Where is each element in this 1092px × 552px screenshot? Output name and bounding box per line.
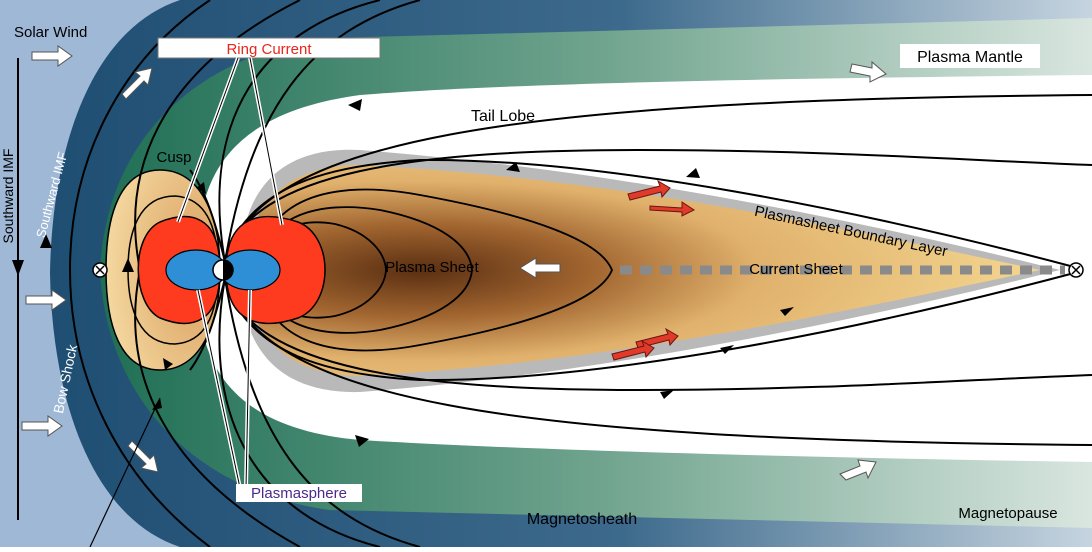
southward-imf-arrow [12, 260, 24, 276]
current-sheet-label: Current Sheet [749, 261, 843, 278]
sheath-arrow-up [121, 67, 153, 100]
callout-arrowhead [152, 398, 162, 410]
callout-line [89, 397, 161, 548]
plasma-sheet-arrow [519, 257, 561, 279]
field-lines [68, 0, 1092, 548]
field-arrows [40, 99, 794, 447]
plasma-mantle-label-box [900, 44, 1040, 68]
plasmasphere-label-box [236, 484, 362, 502]
solar-wind-arrow-3 [21, 415, 63, 437]
magnetosheath-label: Magnetosheath [527, 511, 637, 528]
magnetopause-label: Magnetopause [958, 505, 1057, 522]
ring-current-pointers-outline [177, 57, 283, 226]
solar-wind-arrow-1 [31, 45, 73, 67]
earth-night-side [223, 260, 233, 280]
solar-wind-arrow-2 [25, 289, 67, 311]
reconnection-x-marker-left [92, 262, 108, 278]
plasma-contour-1 [259, 188, 613, 352]
solar-wind-label: Solar Wind [14, 24, 87, 41]
plasma-mantle-label: Plasma Mantle [917, 49, 1023, 66]
ring-current-label: Ring Current [226, 41, 312, 58]
southward-imf-outer-label: Southward IMF [0, 149, 16, 244]
plasmasphere-pointers-outline [197, 289, 251, 489]
plasma-contour-2 [261, 206, 473, 334]
boundary-red-arrows [611, 179, 695, 361]
mantle-arrow-top [849, 60, 887, 83]
plasma-sheet-label: Plasma Sheet [385, 259, 479, 276]
mantle-arrow-bottom [839, 459, 877, 481]
plasmasphere-label: Plasmasphere [251, 485, 347, 502]
tail-lobe-label: Tail Lobe [471, 108, 535, 125]
ring-current-label-box [157, 37, 381, 59]
cusp-label: Cusp [156, 149, 191, 166]
reconnection-x-marker-right [1068, 262, 1084, 278]
